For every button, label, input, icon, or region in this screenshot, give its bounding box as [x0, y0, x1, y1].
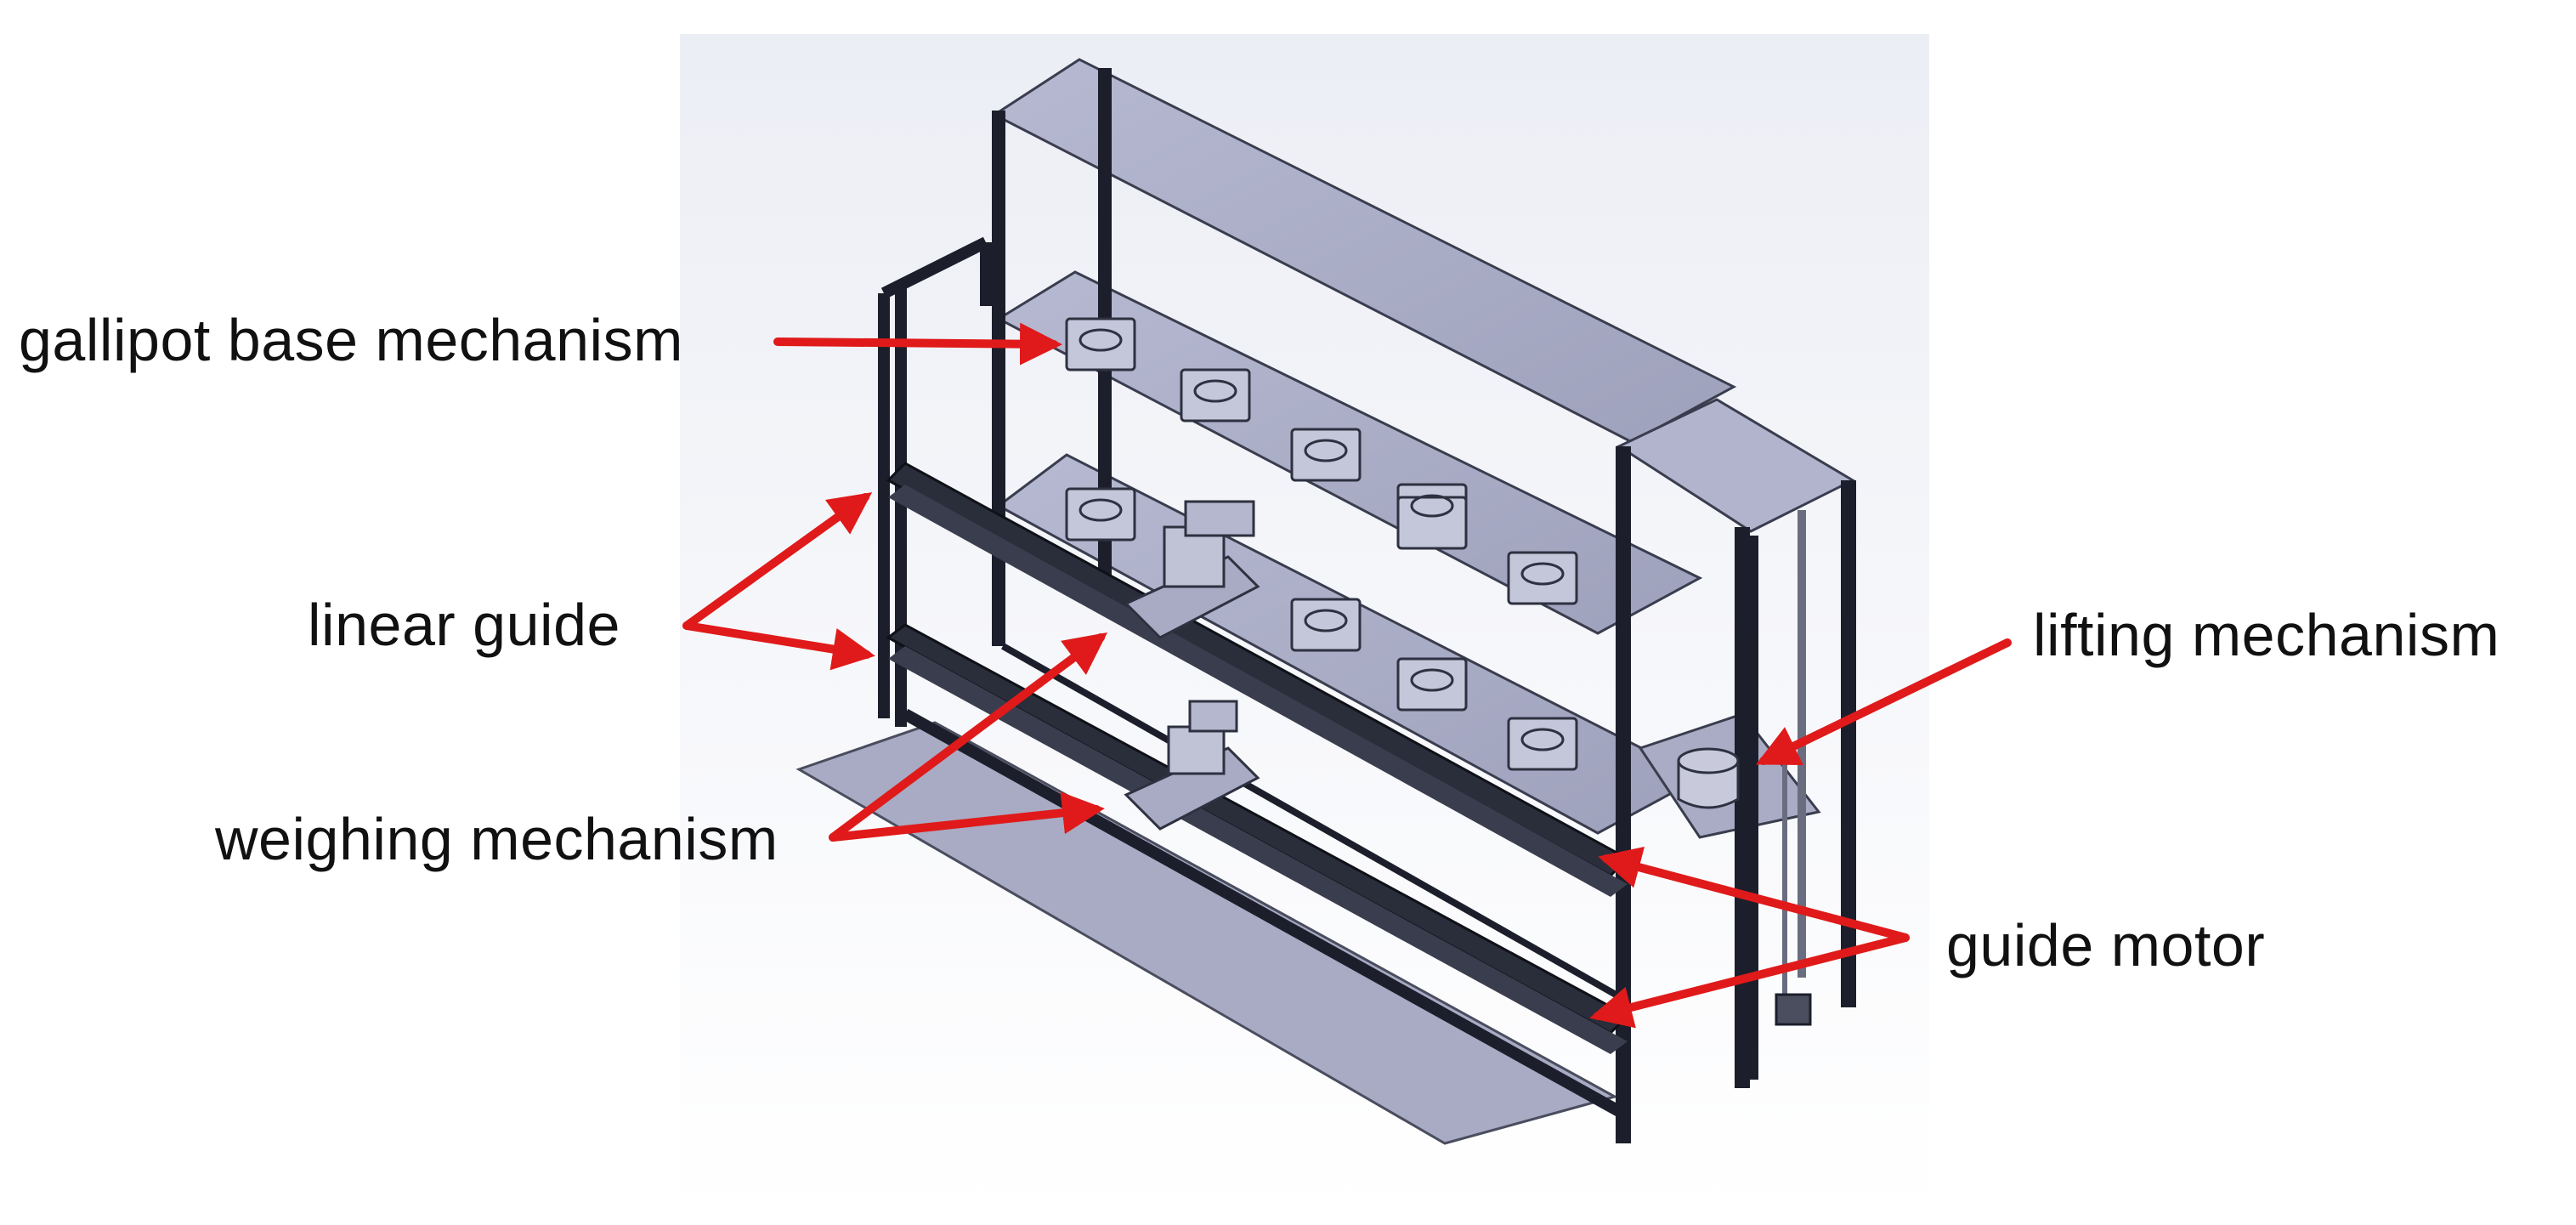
gallipot-wells: [1079, 328, 1565, 751]
label-guide-motor: guide motor: [1946, 912, 2266, 978]
label-linear-guide: linear guide: [308, 592, 620, 658]
red-arrow-icon: [1598, 847, 1910, 942]
base-plate: [795, 721, 1618, 1145]
red-arrow-icon: [682, 621, 875, 671]
red-arrow-icon: [1589, 933, 1910, 1029]
red-arrow-icon: [829, 791, 1105, 842]
linear-guide-rails: [886, 462, 1630, 1120]
weighing-carriage-lower: [1124, 700, 1260, 831]
label-gallipot-base-mechanism: gallipot base mechanism: [19, 307, 683, 373]
red-arrow-icon: [1755, 638, 2012, 766]
red-arrow-icon: [682, 492, 873, 630]
top-shelf: [992, 58, 1737, 444]
gallipot-bases-lower: [1065, 487, 1578, 771]
label-lifting-mechanism: lifting mechanism: [2033, 602, 2500, 668]
red-arrow-icon: [773, 322, 1062, 366]
lifting-cup: [1677, 747, 1740, 809]
label-weighing-mechanism: weighing mechanism: [215, 806, 778, 872]
red-arrow-icon: [829, 632, 1108, 842]
callout-arrows: [682, 322, 2012, 1029]
guide-motor-body: [1775, 993, 1812, 1026]
weighing-carriage-upper: [1124, 500, 1260, 639]
